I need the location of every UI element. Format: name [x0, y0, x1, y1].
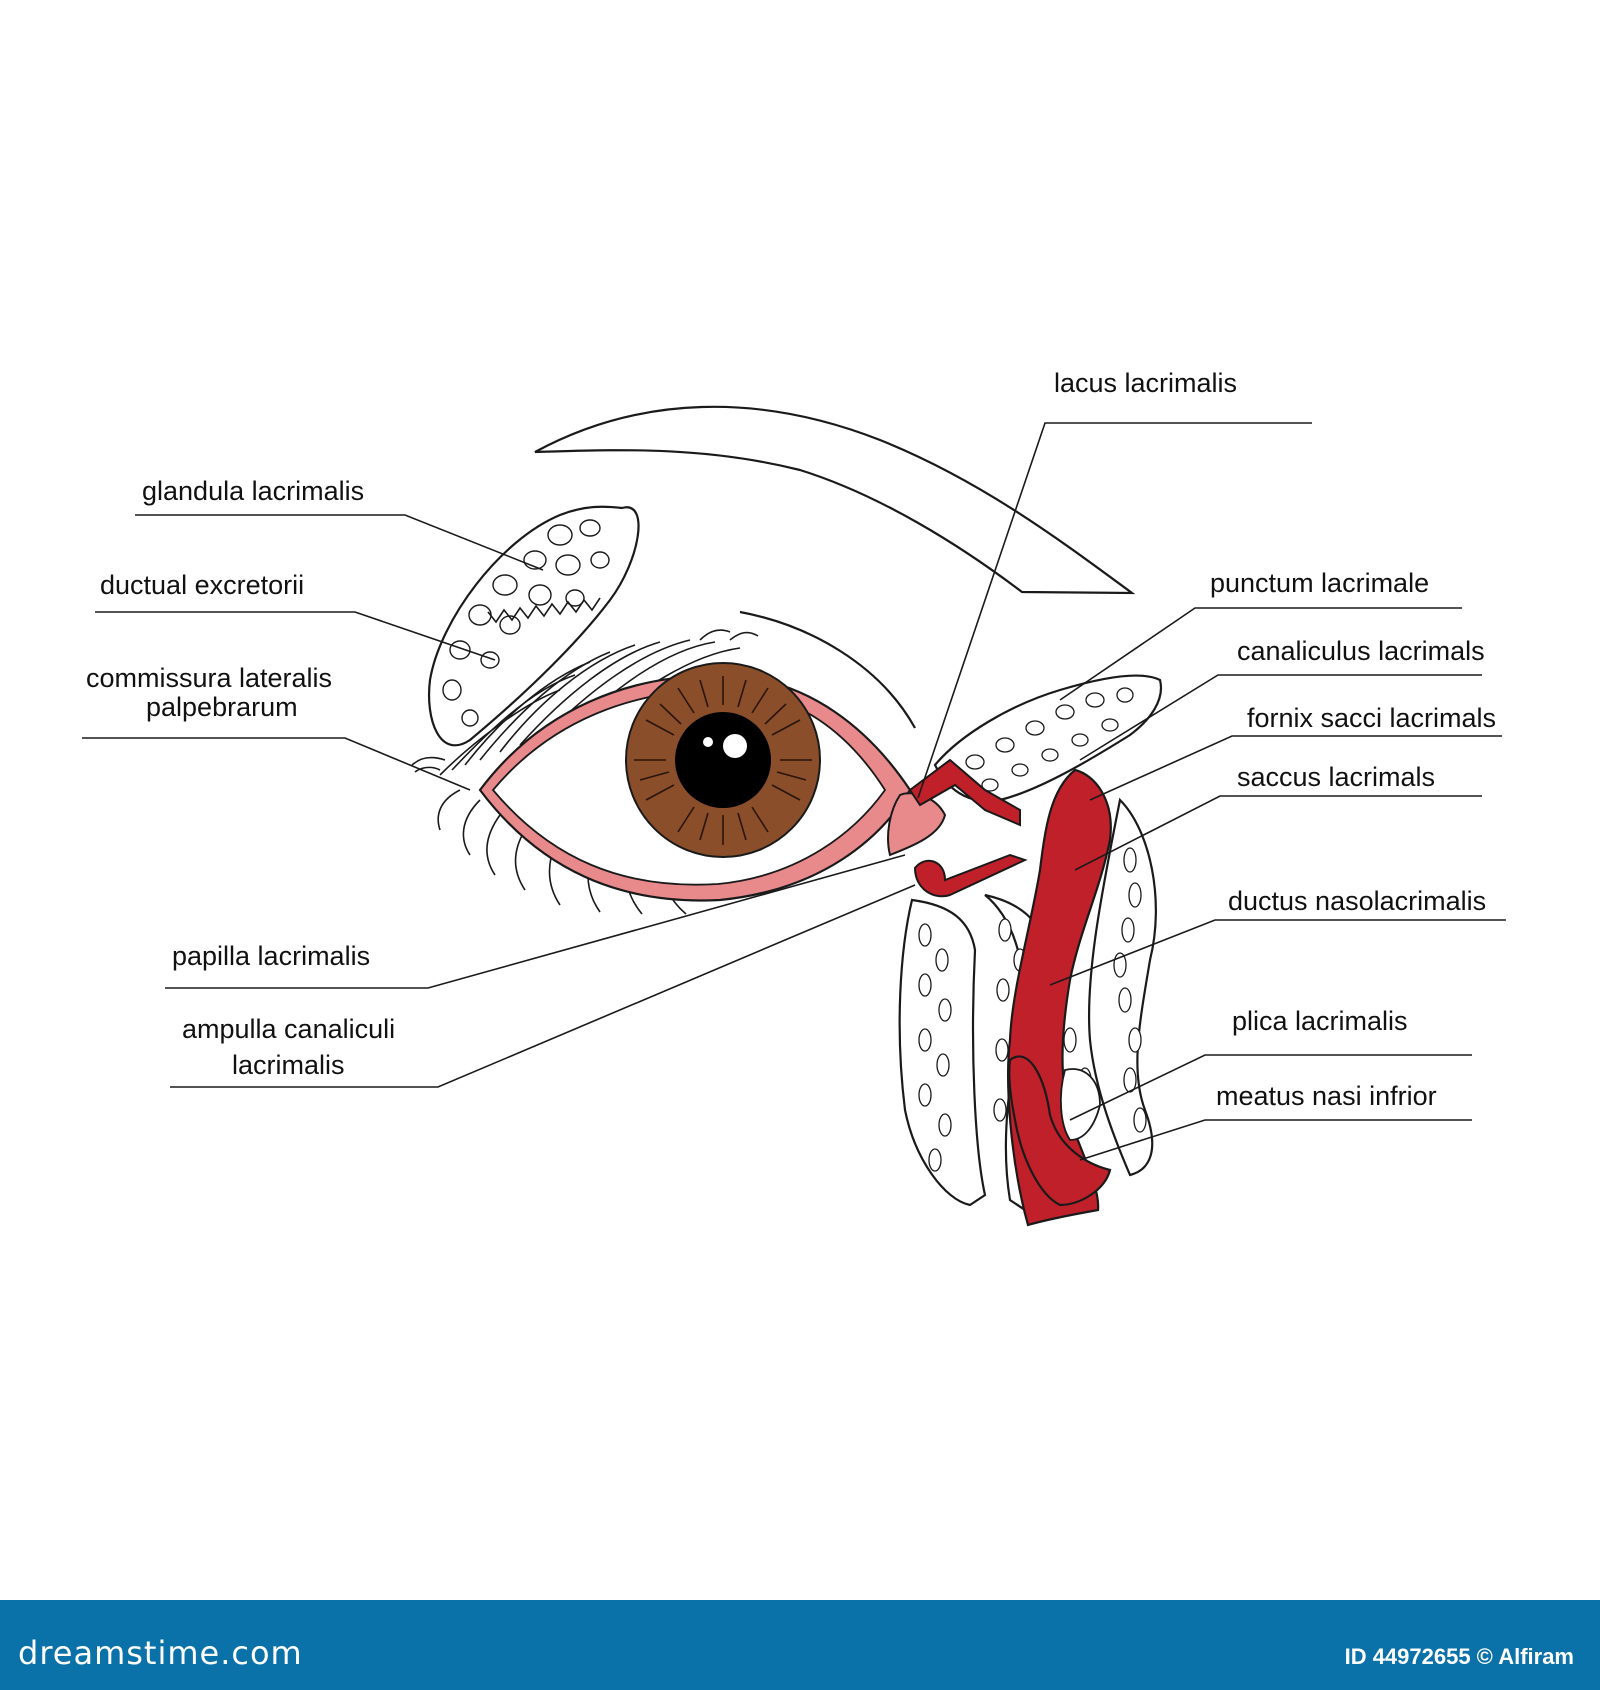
lacrimal-caruncle — [887, 792, 947, 857]
label-saccus-lacrimals: saccus lacrimals — [1237, 762, 1435, 792]
label-group: lacus lacrimalis glandula lacrimalis duc… — [86, 368, 1496, 1111]
label-ductus-nasolacrimalis: ductus nasolacrimalis — [1228, 886, 1486, 916]
outer-tissue — [1048, 797, 1157, 1177]
footer-bar: dreamstime.com ID 44972655 © Alfiram — [0, 1600, 1600, 1690]
label-canaliculus-lacrimals: canaliculus lacrimals — [1237, 636, 1485, 666]
canaliculus-lower — [913, 853, 1028, 898]
upper-tissue — [933, 674, 1163, 803]
label-commissura-line1: commissura lateralis — [86, 663, 332, 693]
pupil-highlight — [723, 734, 747, 758]
inferior-meatus — [1008, 1055, 1112, 1207]
diagram-canvas: lacus lacrimalis glandula lacrimalis duc… — [82, 368, 1506, 1227]
eyelid-crease — [739, 610, 916, 729]
eyebrow — [534, 405, 1136, 595]
canaliculus-upper — [908, 758, 1021, 827]
footer-brand[interactable]: dreamstime.com — [18, 1634, 303, 1672]
label-glandula-lacrimalis: glandula lacrimalis — [142, 476, 364, 506]
lacrimal-drainage — [908, 758, 1112, 1227]
label-fornix-sacci: fornix sacci lacrimals — [1247, 703, 1496, 733]
label-lacus-lacrimalis: lacus lacrimalis — [1054, 368, 1237, 398]
plica — [1060, 1068, 1101, 1141]
iris-striations — [634, 676, 812, 845]
label-ductual-excretorii: ductual excretorii — [100, 570, 304, 600]
label-meatus-nasi: meatus nasi infrior — [1216, 1081, 1437, 1111]
label-plica-lacrimalis: plica lacrimalis — [1232, 1006, 1408, 1036]
label-ampulla-line2: lacrimalis — [232, 1050, 345, 1080]
footer-credit: ID 44972655 © Alfiram — [1344, 1644, 1574, 1669]
label-punctum-lacrimale: punctum lacrimale — [1210, 568, 1429, 598]
label-commissura-line2: palpebrarum — [146, 692, 298, 722]
pupil — [675, 712, 771, 808]
label-papilla-lacrimalis: papilla lacrimalis — [172, 941, 370, 971]
label-ampulla-line1: ampulla canaliculi — [182, 1014, 395, 1044]
pupil-highlight-small — [703, 737, 713, 747]
leader-lines — [82, 422, 1506, 1161]
